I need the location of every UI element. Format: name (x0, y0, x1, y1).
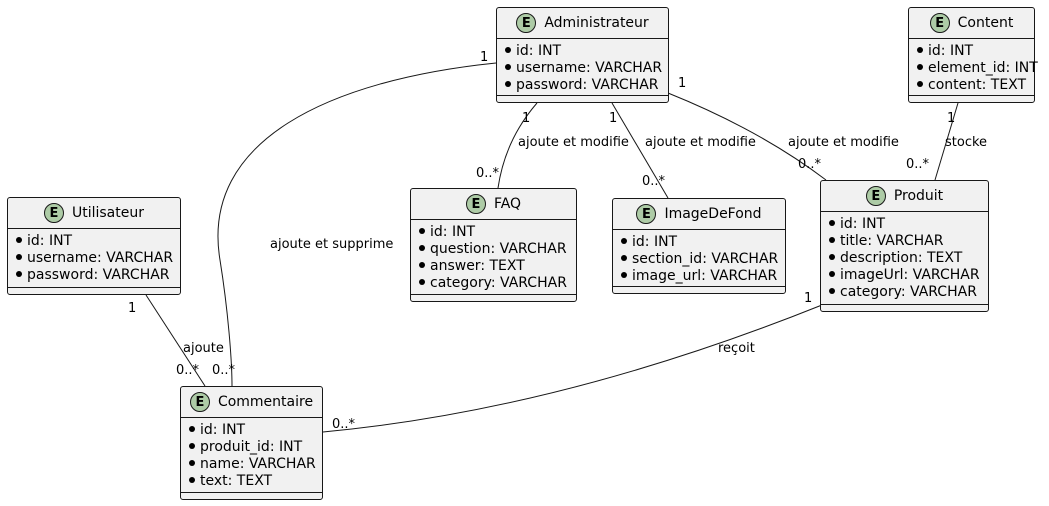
edge-content-produit (934, 102, 959, 181)
relation-label: ajoute (183, 341, 224, 356)
multiplicity-label: 1 (609, 111, 618, 126)
edge-admin-produit (667, 92, 827, 181)
multiplicity-label: 0..* (212, 363, 236, 378)
relation-label: reçoit (718, 341, 755, 356)
field: id: INT (621, 234, 777, 251)
entity-faq[interactable]: E FAQ id: INT question: VARCHAR answer: T… (410, 188, 577, 302)
field: element_id: INT (917, 60, 1038, 77)
entity-badge: E (189, 392, 210, 412)
multiplicity-label: 1 (804, 291, 813, 306)
entity-title: Commentaire (217, 394, 314, 410)
entity-badge: E (636, 204, 657, 224)
field: answer: TEXT (419, 258, 568, 275)
edge-produit-commentaire (322, 304, 823, 433)
entity-title: FAQ (493, 196, 522, 212)
field: category: VARCHAR (419, 275, 568, 292)
field: id: INT (419, 224, 568, 241)
relation-label: stocke (945, 135, 988, 150)
field: description: TEXT (829, 250, 980, 267)
field: password: VARCHAR (16, 267, 172, 284)
multiplicity-label: 0..* (476, 166, 500, 181)
multiplicity-label: 0..* (906, 157, 930, 172)
field: question: VARCHAR (419, 241, 568, 258)
divider (8, 287, 180, 288)
edge-utilisateur-commentaire (145, 294, 206, 387)
multiplicity-label: 1 (522, 111, 531, 126)
field: id: INT (917, 43, 1026, 60)
field: username: VARCHAR (16, 250, 173, 267)
multiplicity-label: 1 (128, 301, 137, 316)
edge-admin-imagedefond (611, 102, 669, 199)
entity-administrateur[interactable]: E Administrateur id: INT username: VARCHA… (496, 7, 669, 103)
multiplicity-label: 1 (678, 76, 687, 91)
divider (821, 304, 988, 305)
relation-label: ajoute et supprime (270, 237, 394, 252)
field: id: INT (16, 233, 172, 250)
field: content: TEXT (917, 77, 1026, 94)
field: name: VARCHAR (189, 456, 316, 473)
entity-badge: E (516, 13, 537, 33)
divider (411, 294, 576, 295)
edge-admin-commentaire (217, 62, 497, 387)
field: title: VARCHAR (829, 233, 980, 250)
entity-imagedefond[interactable]: E ImageDeFond id: INT section_id: VARCHAR… (612, 198, 786, 294)
entity-badge: E (43, 203, 64, 223)
field: produit_id: INT (189, 439, 314, 456)
field: id: INT (829, 216, 980, 233)
relation-label: ajoute et modifie (518, 135, 629, 150)
field: password: VARCHAR (505, 77, 660, 94)
entity-badge: E (865, 186, 886, 206)
field: username: VARCHAR (505, 60, 662, 77)
entity-commentaire[interactable]: E Commentaire id: INT produit_id: INT nam… (180, 386, 323, 500)
entity-badge: E (465, 194, 486, 214)
field: section_id: VARCHAR (621, 251, 778, 268)
entity-title: Produit (893, 188, 944, 204)
relation-label: ajoute et modifie (645, 135, 756, 150)
entity-content[interactable]: E Content id: INT element_id: INT content… (908, 7, 1038, 103)
field: id: INT (505, 43, 660, 60)
multiplicity-label: 0..* (332, 417, 356, 432)
multiplicity-label: 1 (480, 50, 489, 65)
field: category: VARCHAR (829, 284, 980, 301)
field: text: TEXT (189, 473, 314, 490)
entity-badge: E (929, 13, 950, 33)
entity-utilisateur[interactable]: E Utilisateur id: INT username: VARCHAR p… (7, 197, 181, 295)
field: imageUrl: VARCHAR (829, 267, 980, 284)
multiplicity-label: 0..* (642, 174, 666, 189)
multiplicity-label: 0..* (798, 157, 822, 172)
divider (181, 492, 322, 493)
entity-title: Administrateur (544, 15, 649, 31)
edge-admin-faq (497, 102, 538, 189)
divider (613, 286, 785, 287)
multiplicity-label: 1 (947, 111, 956, 126)
field: id: INT (189, 422, 314, 439)
field: image_url: VARCHAR (621, 268, 777, 285)
divider (909, 95, 1034, 96)
entity-produit[interactable]: E Produit id: INT title: VARCHAR descript… (820, 180, 989, 312)
entity-title: Utilisateur (71, 205, 144, 221)
entity-title: Content (957, 15, 1014, 31)
divider (497, 95, 668, 96)
multiplicity-label: 0..* (176, 363, 200, 378)
entity-title: ImageDeFond (664, 206, 762, 222)
relation-label: ajoute et modifie (788, 135, 899, 150)
